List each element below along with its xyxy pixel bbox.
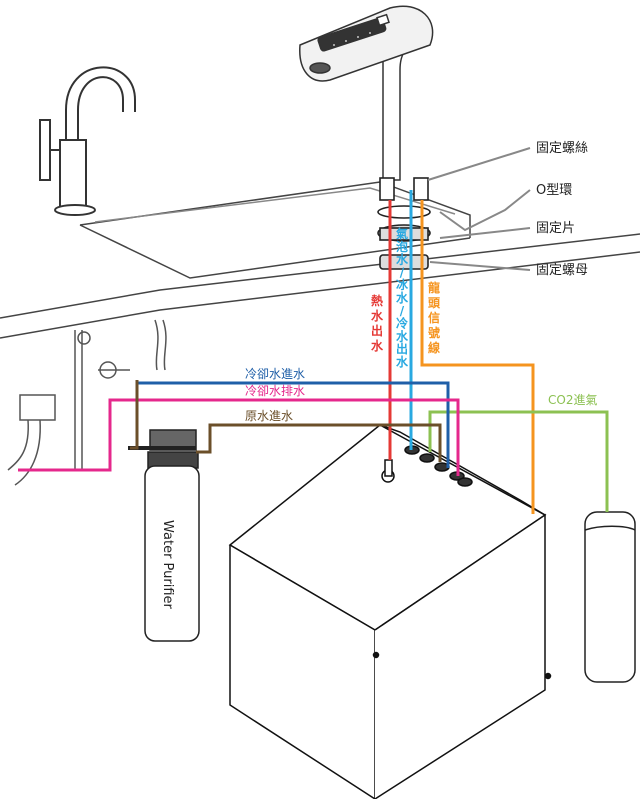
label-co2-inlet: CO2進氣 — [548, 393, 597, 407]
label-fixing-nut: 固定螺母 — [536, 263, 588, 278]
label-cooling-water-in: 冷卻水進水 — [245, 367, 305, 381]
connection-lines — [18, 190, 609, 514]
sparkling-char: / — [400, 265, 405, 279]
co2-line — [428, 410, 609, 512]
label-o-ring: O型環 — [536, 183, 572, 198]
sparkling-char: 水 — [396, 290, 409, 305]
label-raw-water-in: 原水進水 — [245, 409, 293, 423]
sparkling-char: 泡 — [396, 239, 408, 254]
signal-char: 龍 — [428, 280, 440, 295]
raw-water-line — [130, 380, 442, 462]
signal-char: 線 — [428, 340, 440, 355]
hot-char: 出 — [371, 323, 383, 338]
signal-char: 信 — [428, 310, 440, 325]
hot-char: 水 — [371, 338, 384, 353]
label-fixing-screw: 固定螺絲 — [536, 141, 588, 156]
sparkling-char: 出 — [396, 341, 408, 356]
sparkling-char: / — [400, 304, 405, 318]
signal-line — [420, 200, 535, 514]
standard-faucet — [39, 66, 136, 216]
signal-char: 頭 — [428, 296, 441, 310]
hot-char: 水 — [371, 308, 384, 323]
label-cooling-water-out: 冷卻水排水 — [245, 384, 305, 398]
sparkling-char: 氣 — [396, 226, 408, 241]
purifier-label: Water Purifier — [160, 520, 175, 610]
water-purifier — [128, 429, 200, 642]
label-fixing-plate: 固定片 — [536, 221, 575, 236]
hot-char: 熱 — [371, 293, 383, 308]
countertop — [0, 181, 640, 339]
co2-tank — [584, 511, 636, 683]
sparkling-char: 水 — [396, 354, 409, 369]
under-sink-plumbing — [7, 319, 167, 486]
callout-pointers — [427, 147, 531, 271]
sparkling-char: 冰 — [396, 277, 409, 292]
smart-faucet — [299, 5, 434, 181]
signal-char: 號 — [428, 325, 440, 340]
sparkling-char: 水 — [396, 328, 409, 343]
sparkling-char: 水 — [396, 252, 409, 267]
cooling-out-line — [18, 398, 460, 476]
chiller-unit — [228, 424, 552, 799]
sparkling-char: 冷 — [396, 316, 408, 331]
cooling-in-line — [138, 381, 450, 468]
